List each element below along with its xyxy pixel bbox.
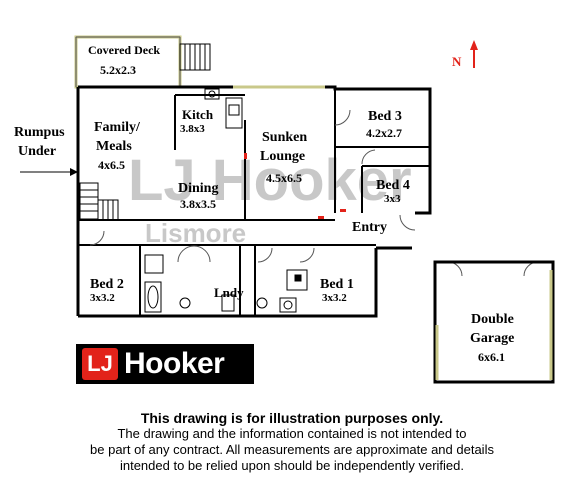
bed4-size: 3x3: [384, 193, 401, 205]
bed4-name: Bed 4: [376, 178, 410, 193]
deck-name: Covered Deck: [88, 43, 160, 57]
disclaimer-line-3: intended to be relied upon should be ind…: [119, 458, 465, 473]
entry-name: Entry: [352, 220, 387, 235]
logo-mark: LJ: [82, 348, 118, 380]
lj-hooker-logo: LJ Hooker: [76, 344, 254, 384]
lounge-name-2: Lounge: [260, 149, 305, 164]
deck-stairs: [179, 43, 211, 71]
garage-size: 6x6.1: [478, 350, 505, 364]
rumpus-arrow: [20, 168, 78, 176]
lounge-name-1: Sunken: [262, 130, 307, 145]
disclaimer-line-1: The drawing and the information containe…: [117, 426, 467, 441]
bathroom-fixtures: [144, 254, 308, 313]
family-size: 4x6.5: [98, 158, 125, 172]
bed1-name: Bed 1: [320, 277, 354, 292]
rumpus-line1: Rumpus: [14, 125, 65, 140]
bed1-size: 3x3.2: [322, 292, 347, 304]
deck-size: 5.2x2.3: [100, 63, 136, 77]
family-name-2: Meals: [96, 139, 132, 154]
watermark-office: Lismore: [145, 218, 246, 248]
kitchen-counter: [204, 88, 243, 129]
door-swings: [89, 109, 539, 277]
bed2-size: 3x3.2: [90, 292, 115, 304]
north-arrow: [470, 40, 478, 68]
family-name-1: Family/: [94, 120, 141, 135]
bed2-name: Bed 2: [90, 277, 124, 292]
garage-name-1: Double: [471, 312, 514, 327]
garage: [433, 260, 555, 384]
rumpus-line2: Under: [18, 144, 56, 159]
watermark-brand: LJ Hooker: [128, 148, 412, 213]
interior-walls: [78, 89, 430, 316]
bed3-size: 4.2x2.7: [366, 126, 402, 140]
dining-name: Dining: [178, 181, 218, 196]
kitchen-name: Kitch: [182, 107, 214, 122]
logo-text: Hooker: [124, 347, 225, 380]
garage-name-2: Garage: [470, 331, 514, 346]
power-markers: [244, 153, 346, 219]
lounge-size: 4.5x6.5: [266, 171, 302, 185]
disclaimer-line-2: be part of any contract. All measurement…: [90, 442, 494, 457]
laundry-name: Lndy: [214, 285, 244, 300]
dining-size: 3.8x3.5: [180, 197, 216, 211]
interior-stairs: [79, 182, 119, 221]
disclaimer: This drawing is for illustration purpose…: [0, 410, 584, 474]
compass-label: N: [452, 54, 462, 69]
floor-plan: LJ Hooker Lismore: [14, 35, 555, 384]
disclaimer-heading: This drawing is for illustration purpose…: [140, 410, 444, 426]
bed3-name: Bed 3: [368, 109, 402, 124]
kitchen-size: 3.8x3: [180, 123, 205, 135]
